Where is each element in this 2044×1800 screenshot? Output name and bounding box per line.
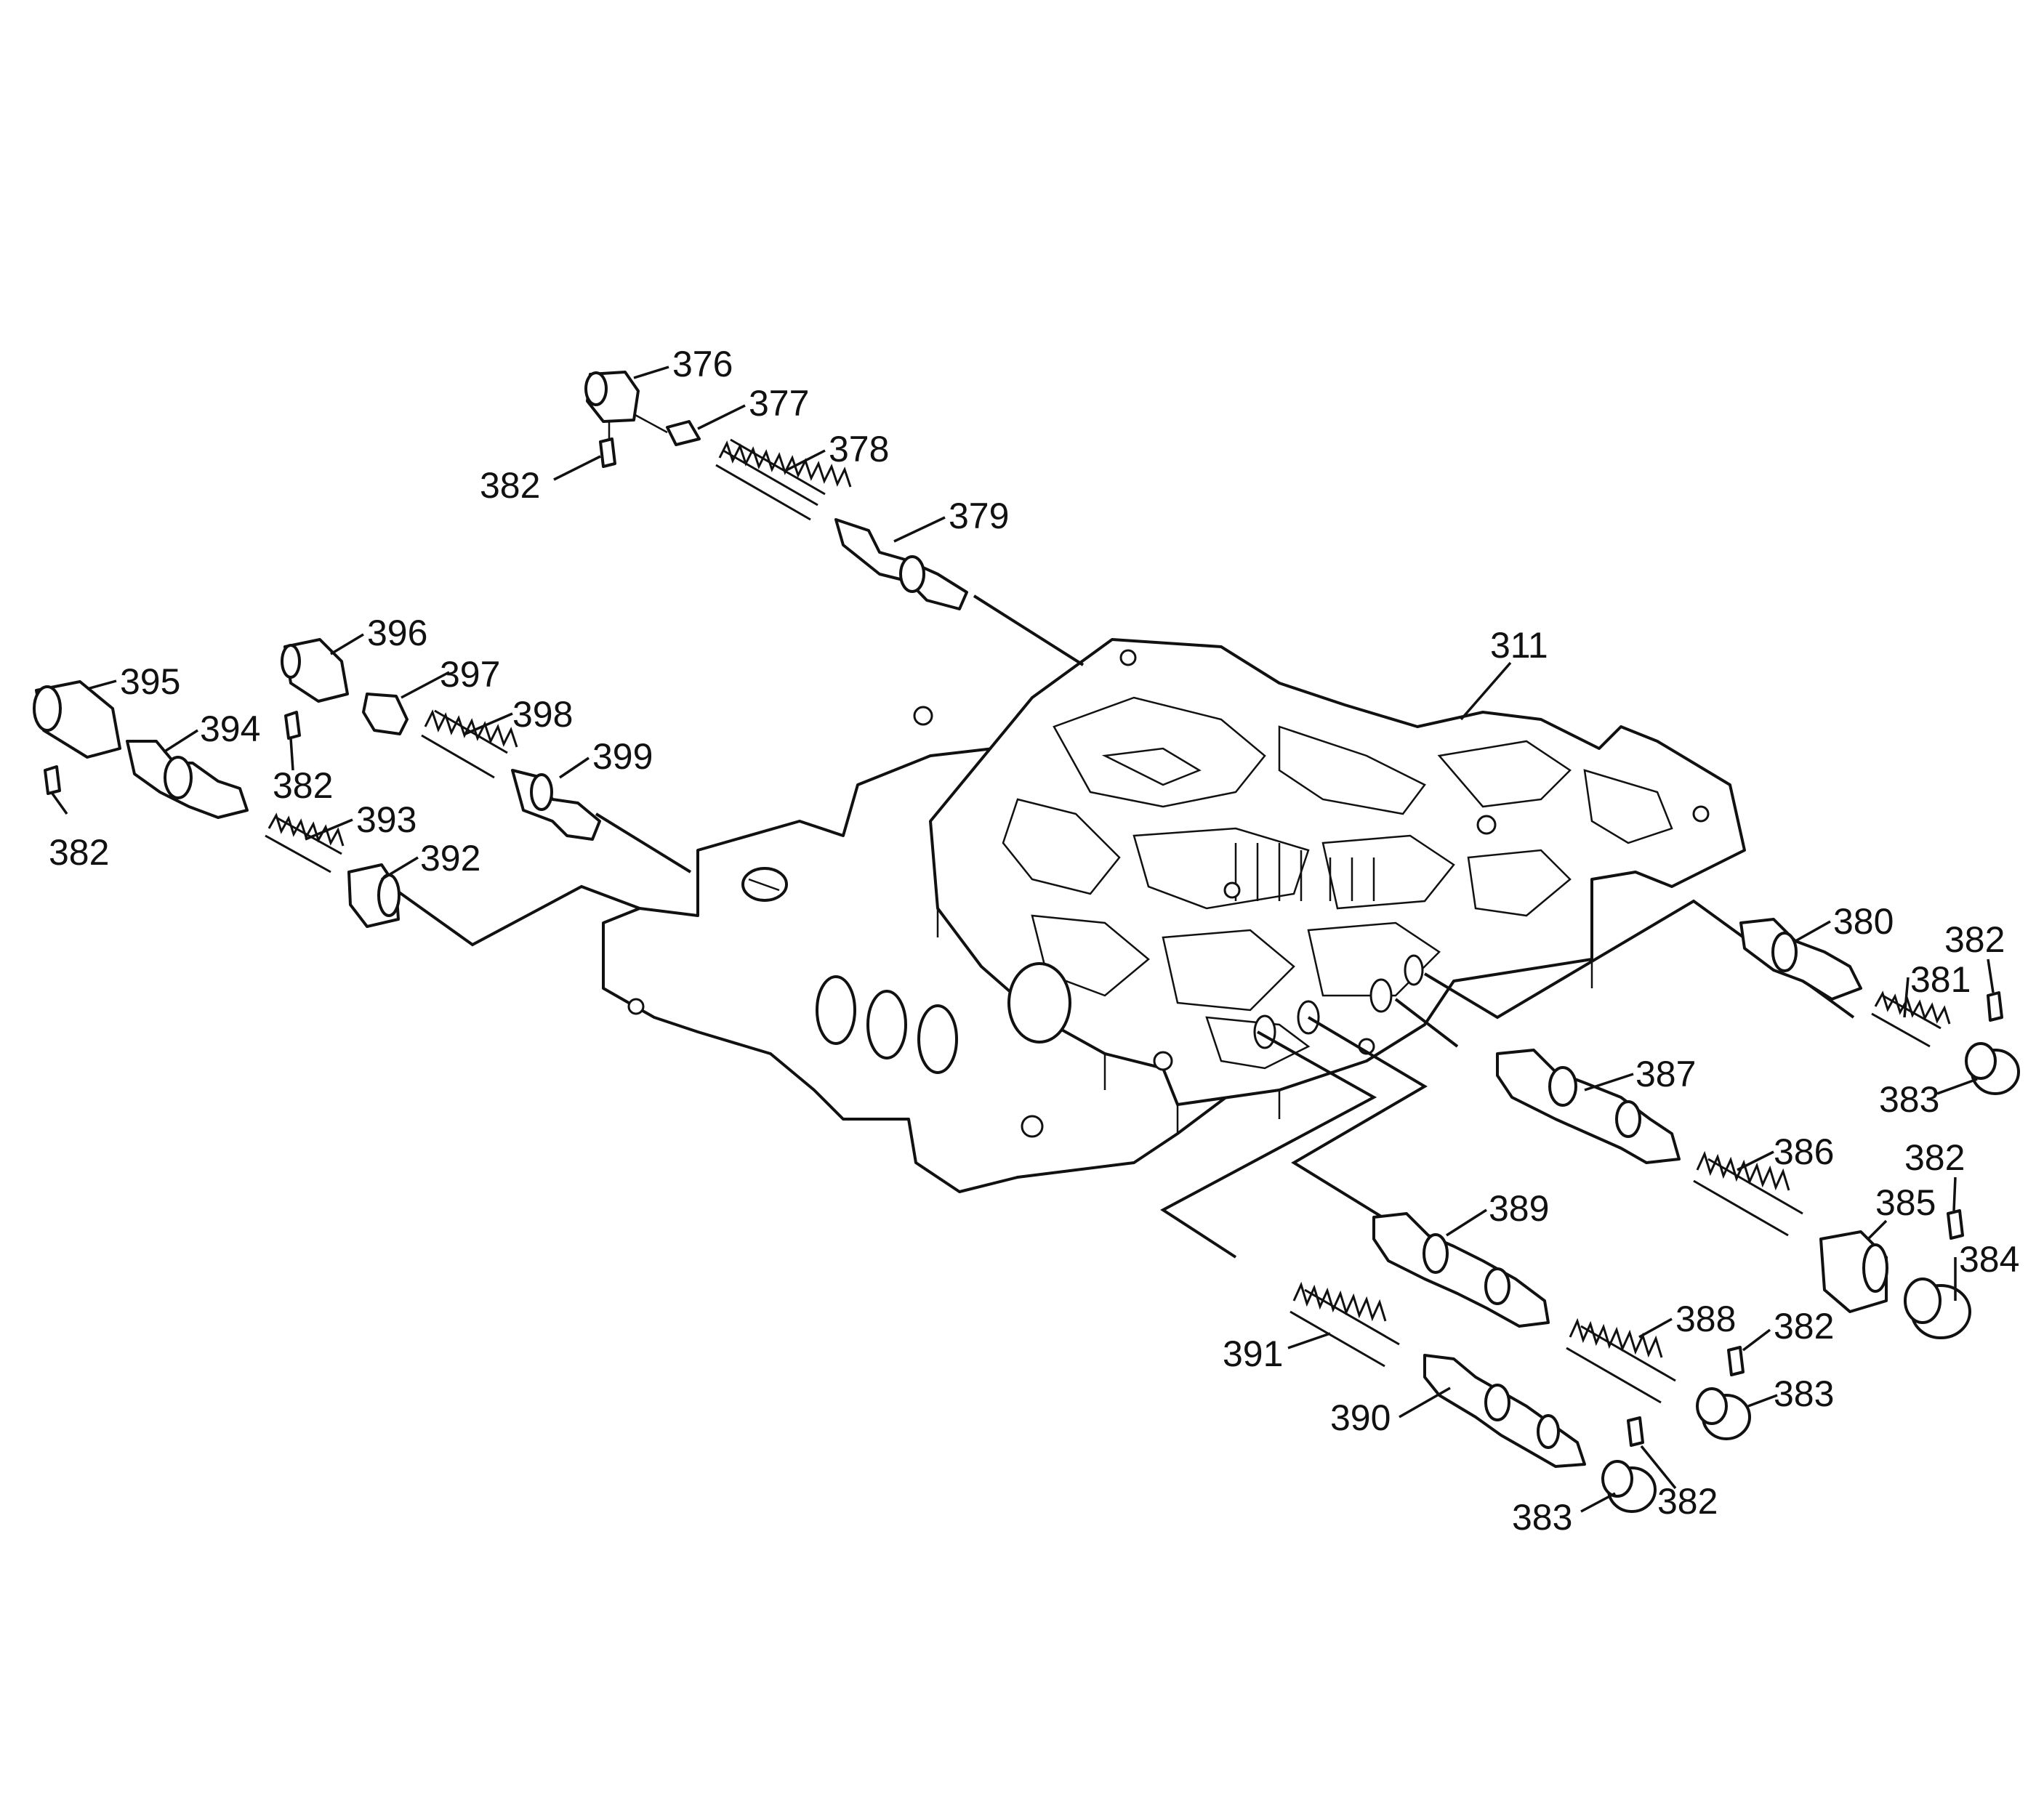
retainer-382-mid bbox=[284, 711, 301, 740]
spring-378 bbox=[715, 438, 852, 521]
spring-388 bbox=[1566, 1317, 1676, 1404]
callout-383: 383 bbox=[1774, 1373, 1834, 1414]
valve-body-plate bbox=[929, 638, 1746, 1106]
callout-378: 378 bbox=[829, 429, 889, 469]
valve-389 bbox=[1372, 1212, 1550, 1328]
valve-train-388-389 bbox=[1372, 1212, 1751, 1440]
callout-382: 382 bbox=[273, 765, 333, 806]
callout-395: 395 bbox=[120, 661, 180, 702]
callout-377: 377 bbox=[749, 383, 809, 424]
retainer-382-bottom bbox=[1627, 1416, 1644, 1447]
callout-381: 381 bbox=[1910, 959, 1971, 1000]
spring-381 bbox=[1871, 990, 1951, 1048]
callout-376: 376 bbox=[672, 344, 733, 384]
retainer-382-right-low bbox=[1727, 1346, 1745, 1376]
callout-311: 311 bbox=[1490, 625, 1548, 666]
callout-398: 398 bbox=[512, 694, 573, 735]
callout-383: 383 bbox=[1512, 1497, 1572, 1538]
valve-397 bbox=[362, 693, 409, 735]
callout-394: 394 bbox=[200, 709, 260, 749]
callout-387: 387 bbox=[1635, 1054, 1696, 1094]
callout-384: 384 bbox=[1959, 1239, 2019, 1280]
callout-399: 399 bbox=[592, 736, 653, 777]
callout-383: 383 bbox=[1879, 1079, 1939, 1120]
callout-380: 380 bbox=[1833, 901, 1894, 942]
callout-391: 391 bbox=[1223, 1333, 1283, 1374]
callout-382: 382 bbox=[1657, 1481, 1718, 1522]
valve-train-392-395 bbox=[33, 680, 401, 928]
plate-channels bbox=[1002, 696, 1673, 1070]
callout-382: 382 bbox=[480, 465, 540, 506]
callout-397: 397 bbox=[440, 654, 500, 695]
valve-train-390-391 bbox=[1289, 1281, 1657, 1513]
callout-382: 382 bbox=[1904, 1137, 1965, 1178]
callout-389: 389 bbox=[1489, 1188, 1549, 1229]
spring-386 bbox=[1693, 1150, 1803, 1237]
leader-lines bbox=[51, 366, 1995, 1513]
spring-393 bbox=[265, 812, 345, 873]
valve-377 bbox=[666, 420, 701, 446]
retainer-382-left bbox=[44, 765, 61, 795]
callout-382: 382 bbox=[49, 832, 109, 873]
valve-body-housing bbox=[602, 638, 1746, 1193]
callout-392: 392 bbox=[420, 838, 480, 879]
callout-385: 385 bbox=[1875, 1182, 1936, 1223]
callout-379: 379 bbox=[949, 496, 1009, 536]
callout-390: 390 bbox=[1330, 1397, 1391, 1438]
valve-train-396-399 bbox=[281, 638, 601, 841]
callout-382: 382 bbox=[1774, 1306, 1834, 1347]
plug-396 bbox=[283, 638, 349, 703]
valve-399 bbox=[511, 769, 601, 841]
callout-386: 386 bbox=[1774, 1131, 1834, 1172]
callout-393: 393 bbox=[356, 799, 417, 840]
retainer-382-top bbox=[599, 437, 616, 468]
spring-391 bbox=[1289, 1281, 1400, 1368]
valve-train-376-379 bbox=[584, 371, 968, 610]
callout-396: 396 bbox=[367, 613, 427, 653]
retainer-382-right-top bbox=[1987, 991, 2003, 1022]
retainer-382-right-mid bbox=[1947, 1209, 1964, 1240]
valve-train-380-383 bbox=[1739, 918, 2020, 1095]
callout-388: 388 bbox=[1675, 1299, 1736, 1339]
callout-382: 382 bbox=[1944, 919, 2005, 960]
spring-398 bbox=[421, 709, 518, 779]
callout-labels: 376 377 378 379 382 311 396 397 398 399 … bbox=[49, 344, 2019, 1538]
